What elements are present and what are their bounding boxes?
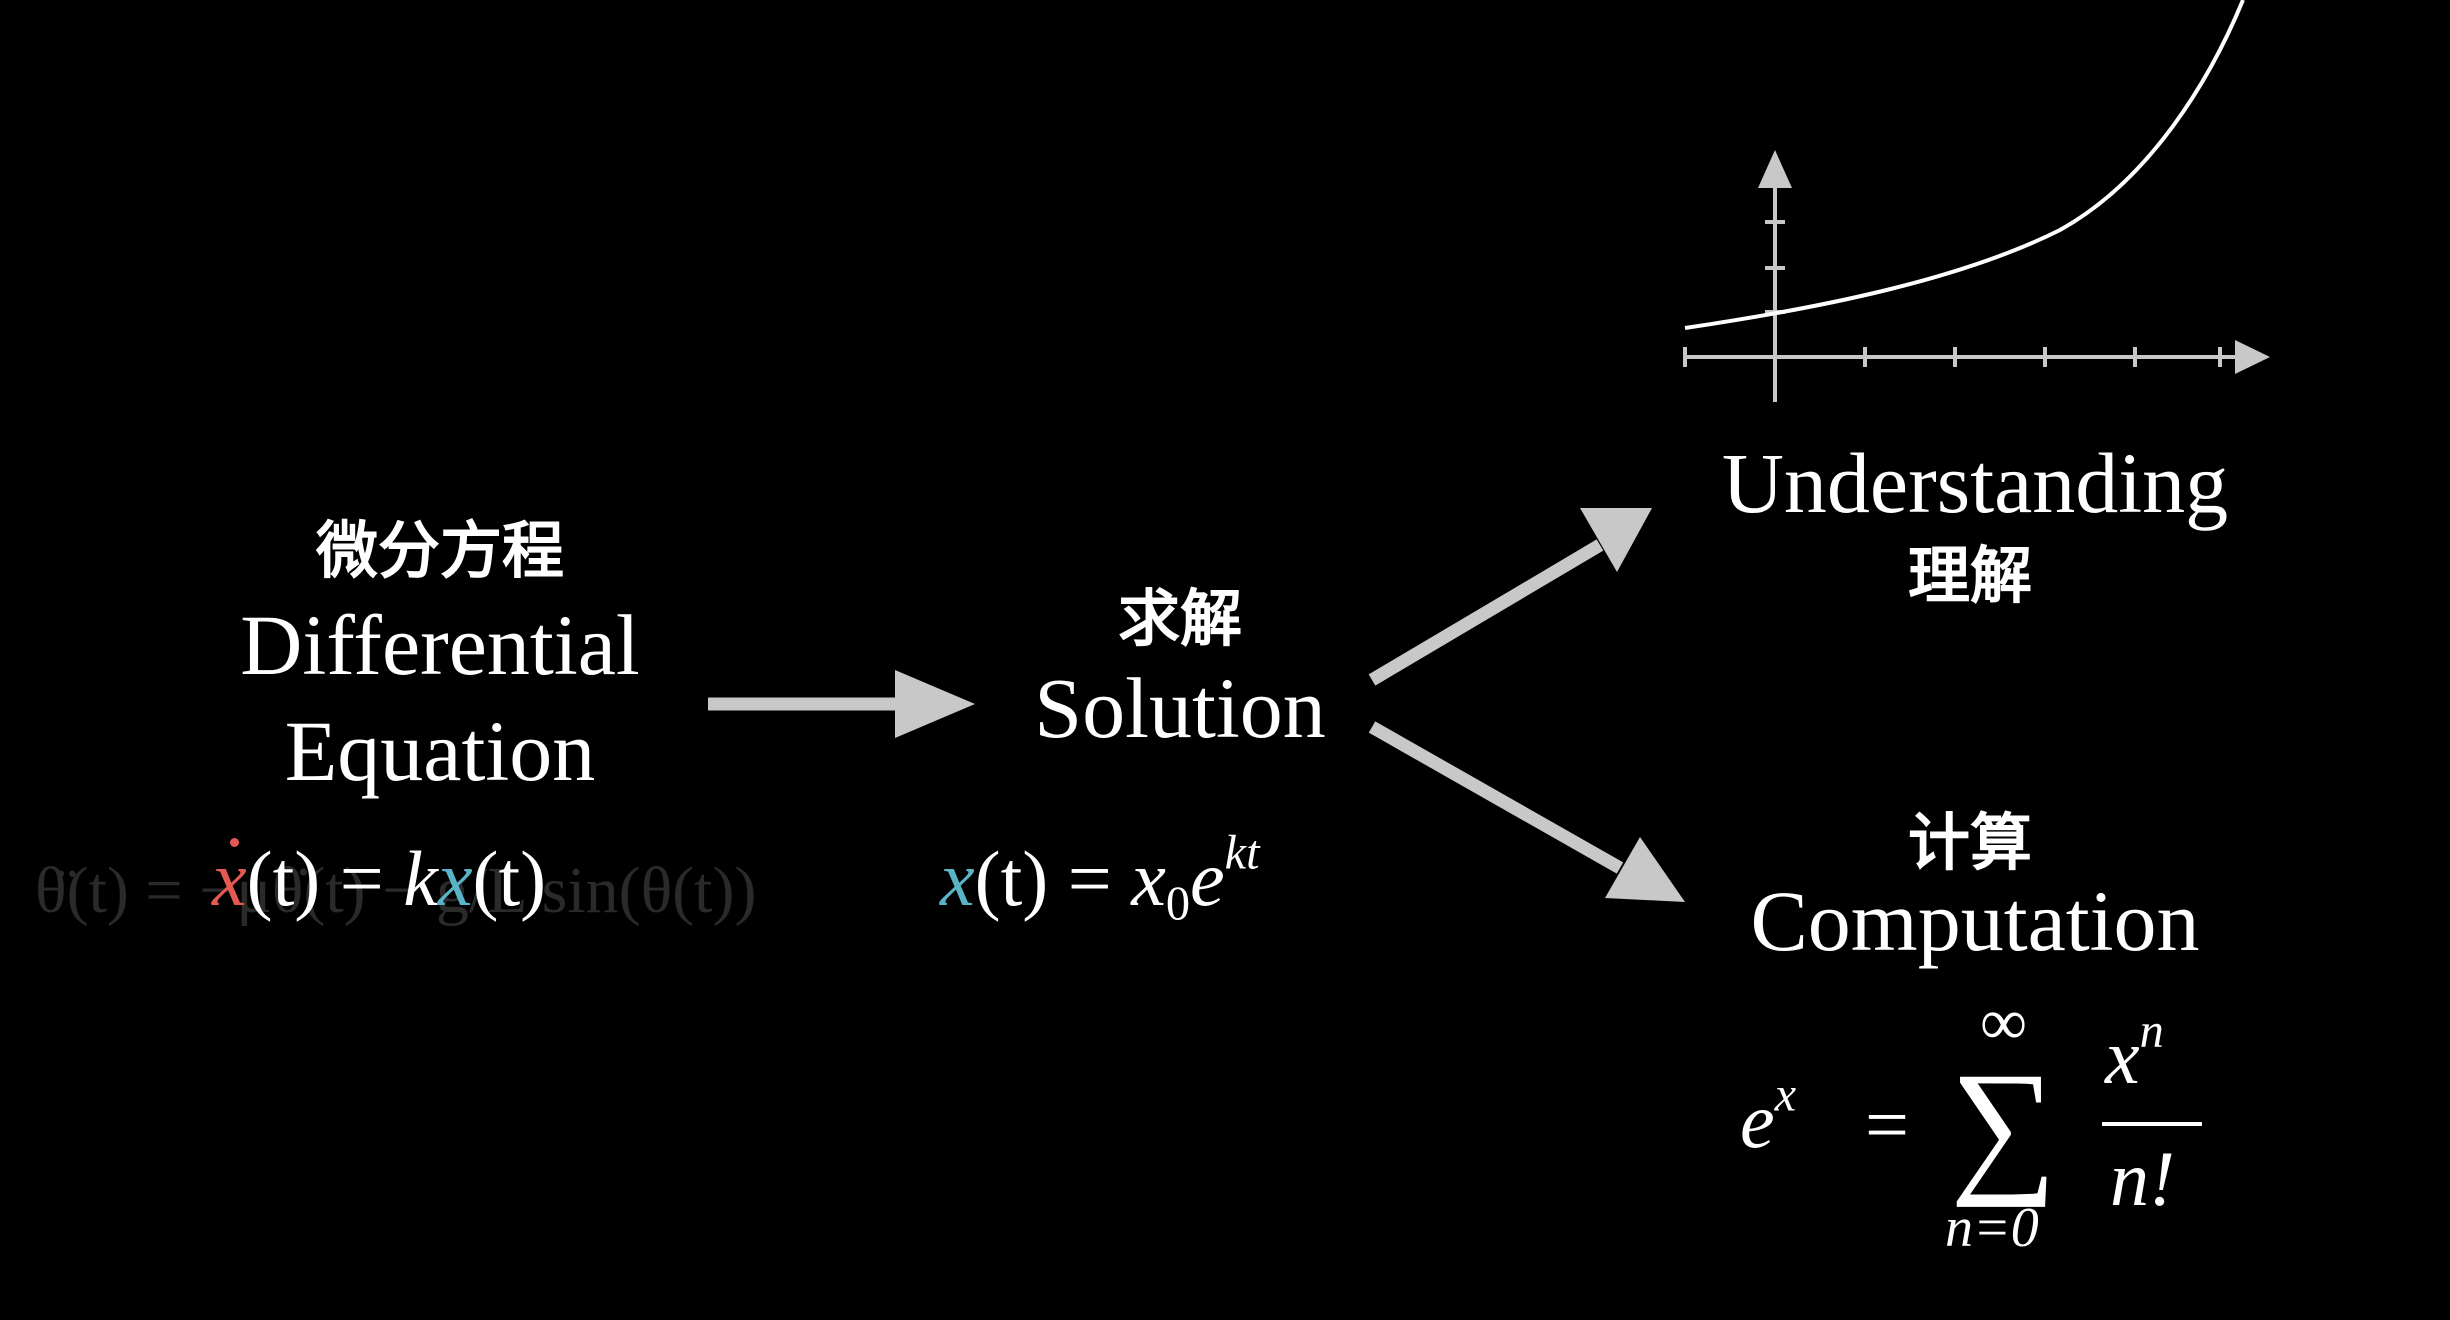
- fraction-bar: [2102, 1122, 2202, 1126]
- series-equation: ex = ∞ ∑ n=0 xn n!: [1740, 990, 2260, 1260]
- exponential-curve: [1684, 0, 2245, 330]
- understanding-label: Understanding: [1721, 435, 2229, 531]
- diffeq-rhs-args: (t): [472, 835, 547, 922]
- series-equals: =: [1865, 1081, 1909, 1168]
- understanding-chinese-label: 理解: [1907, 539, 2032, 612]
- solution-chinese-label: 求解: [1117, 582, 1242, 655]
- series-numerator-base: x: [2105, 1013, 2140, 1100]
- solution-args: (t) =: [974, 835, 1132, 922]
- computation-chinese-label: 计算: [1907, 806, 2032, 879]
- series-denominator: n!: [2110, 1135, 2175, 1222]
- x-dot-term: x: [212, 835, 247, 922]
- diffeq-x-term: x: [437, 835, 473, 922]
- series-lhs-exponent: x: [1774, 1068, 1797, 1122]
- series-numerator: xn: [2105, 1007, 2164, 1096]
- ghost-pendulum-equation: θ̈(t) = −μθ̇(t) − g/L sin(θ(t)): [35, 854, 757, 927]
- series-lhs: ex: [1740, 1071, 1796, 1160]
- series-upper-limit: ∞: [1980, 986, 2028, 1059]
- diffeq-equation: x(t) = kx(t): [212, 835, 546, 922]
- diffeq-k: k: [403, 835, 438, 922]
- series-numerator-exponent: n: [2139, 1004, 2164, 1058]
- solution-x-term: x: [940, 835, 975, 922]
- x-ticks: [1683, 347, 2222, 367]
- diffeq-label-line1: Differential: [240, 597, 640, 693]
- exponential-graph: [1683, 0, 2270, 402]
- series-e: e: [1740, 1077, 1775, 1164]
- solution-subscript: 0: [1165, 877, 1191, 931]
- solution-equation: x(t) = x0ekt: [940, 829, 1260, 928]
- sum-symbol: ∑: [1950, 1042, 2057, 1208]
- solution-x0: x: [1131, 835, 1166, 922]
- arrow-to-understanding: [1368, 508, 1652, 686]
- computation-label: Computation: [1750, 873, 2200, 969]
- x-axis-arrowhead: [2235, 340, 2270, 374]
- diffeq-label-line2: Equation: [284, 703, 596, 799]
- diffeq-lhs-args: (t) =: [246, 835, 404, 922]
- solution-label: Solution: [1034, 660, 1326, 756]
- diffeq-chinese-label: 微分方程: [315, 514, 564, 587]
- series-lower-limit: n=0: [1945, 1197, 2039, 1259]
- solution-e: e: [1190, 835, 1225, 922]
- y-axis-arrowhead: [1758, 150, 1792, 188]
- arrow-to-solution: [708, 670, 975, 738]
- arrow-to-computation: [1368, 721, 1685, 902]
- solution-exponent: kt: [1224, 826, 1260, 880]
